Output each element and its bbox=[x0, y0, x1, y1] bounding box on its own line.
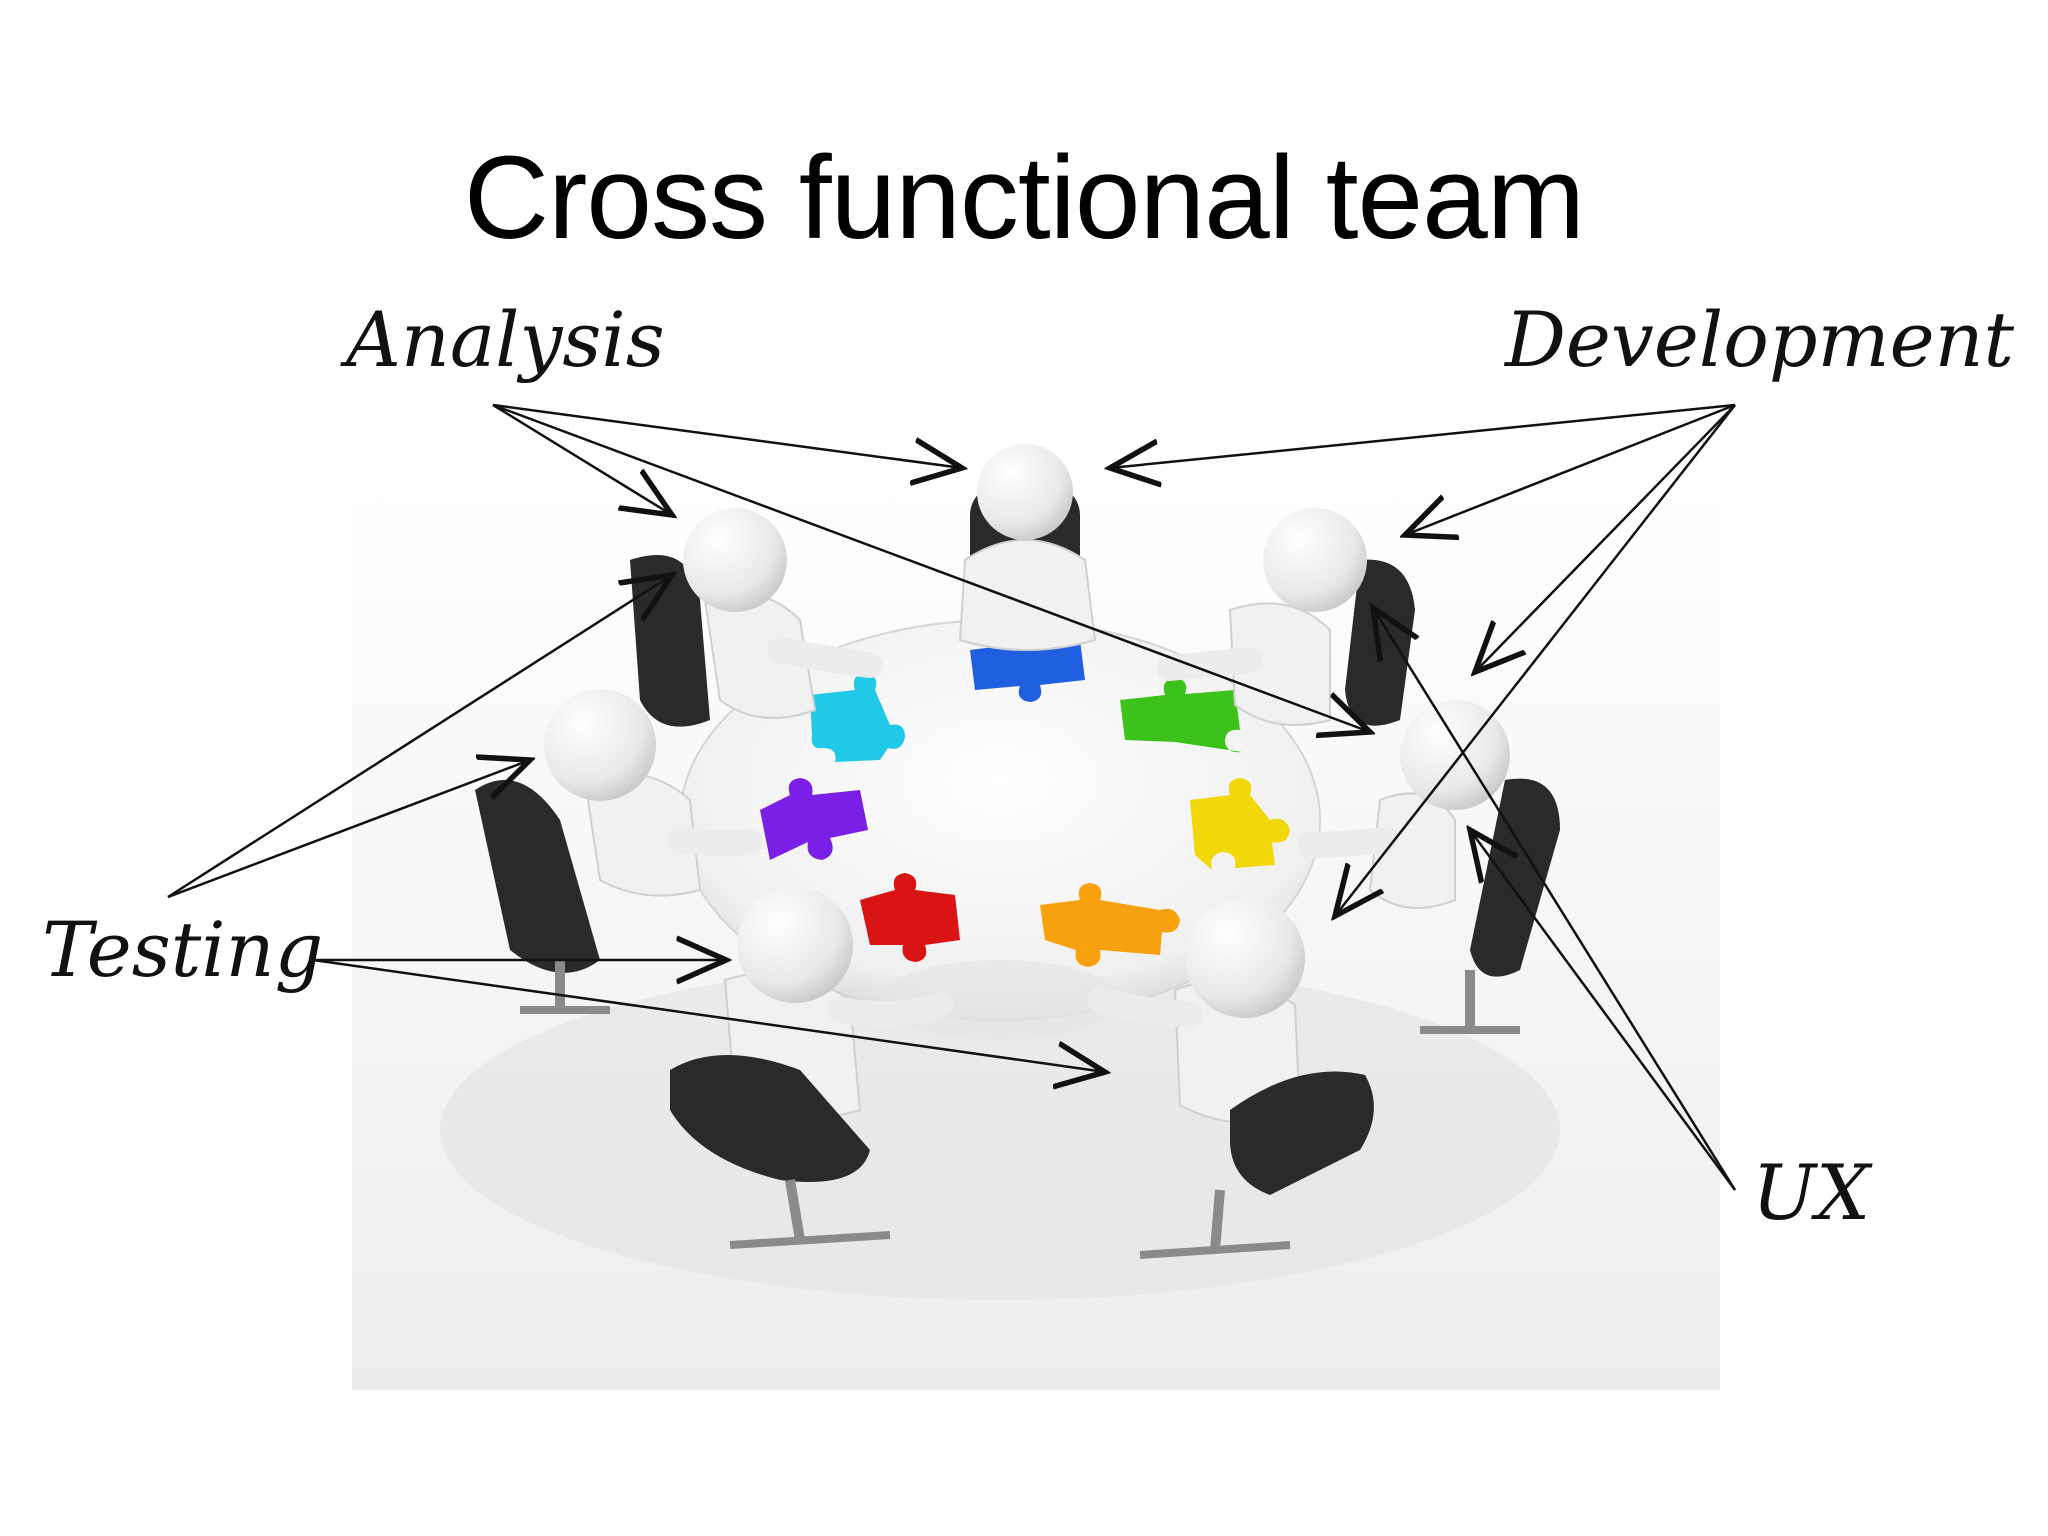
arrow-ux-to-right bbox=[1470, 830, 1737, 1191]
figure-left bbox=[544, 689, 763, 897]
puzzle-piece-red bbox=[860, 873, 960, 962]
figure-center bbox=[958, 444, 1097, 651]
arrow-analysis-to-center bbox=[492, 403, 962, 468]
arrow-development-to-center bbox=[1110, 403, 1736, 468]
label-analysis: Analysis bbox=[346, 295, 665, 384]
figure-back-right bbox=[1157, 508, 1367, 726]
puzzle-piece-orange bbox=[1040, 883, 1180, 967]
figure-head bbox=[544, 689, 656, 801]
puzzle-piece-green bbox=[1120, 678, 1242, 753]
puzzle-piece-yellow bbox=[1190, 778, 1290, 870]
slide-title: Cross functional team bbox=[463, 132, 1585, 264]
chair-front-right bbox=[1139, 1071, 1374, 1259]
arrow-testing-to-front-right bbox=[312, 958, 1105, 1072]
figure-back-left bbox=[683, 508, 883, 719]
arrow-testing-to-back-left bbox=[167, 575, 672, 899]
figure-head bbox=[683, 508, 787, 612]
chair-front-left bbox=[670, 1055, 891, 1249]
label-testing: Testing bbox=[42, 905, 324, 994]
label-development: Development bbox=[1505, 295, 2015, 384]
figure-head bbox=[1263, 508, 1367, 612]
figure-head bbox=[1400, 700, 1510, 810]
puzzle-piece-purple bbox=[760, 778, 868, 860]
arrow-development-to-front-right bbox=[1335, 404, 1736, 916]
arrow-analysis-to-back-left bbox=[492, 403, 672, 515]
arrow-analysis-to-right bbox=[492, 403, 1370, 732]
figure-head bbox=[737, 887, 853, 1003]
arrow-development-to-right bbox=[1475, 404, 1736, 672]
chair-left bbox=[475, 780, 610, 1014]
figure-front-right bbox=[1087, 898, 1305, 1124]
puzzle-piece-cyan bbox=[810, 673, 905, 762]
arrow-development-to-back-right bbox=[1405, 403, 1736, 535]
figure-head bbox=[1185, 898, 1305, 1018]
annotation-arrows bbox=[167, 403, 1737, 1191]
label-ux: UX bbox=[1752, 1148, 1871, 1237]
arrow-testing-to-left bbox=[167, 760, 530, 899]
table-base bbox=[880, 960, 1120, 1040]
figure-head bbox=[977, 444, 1073, 540]
arrow-ux-to-back-right bbox=[1373, 608, 1737, 1191]
